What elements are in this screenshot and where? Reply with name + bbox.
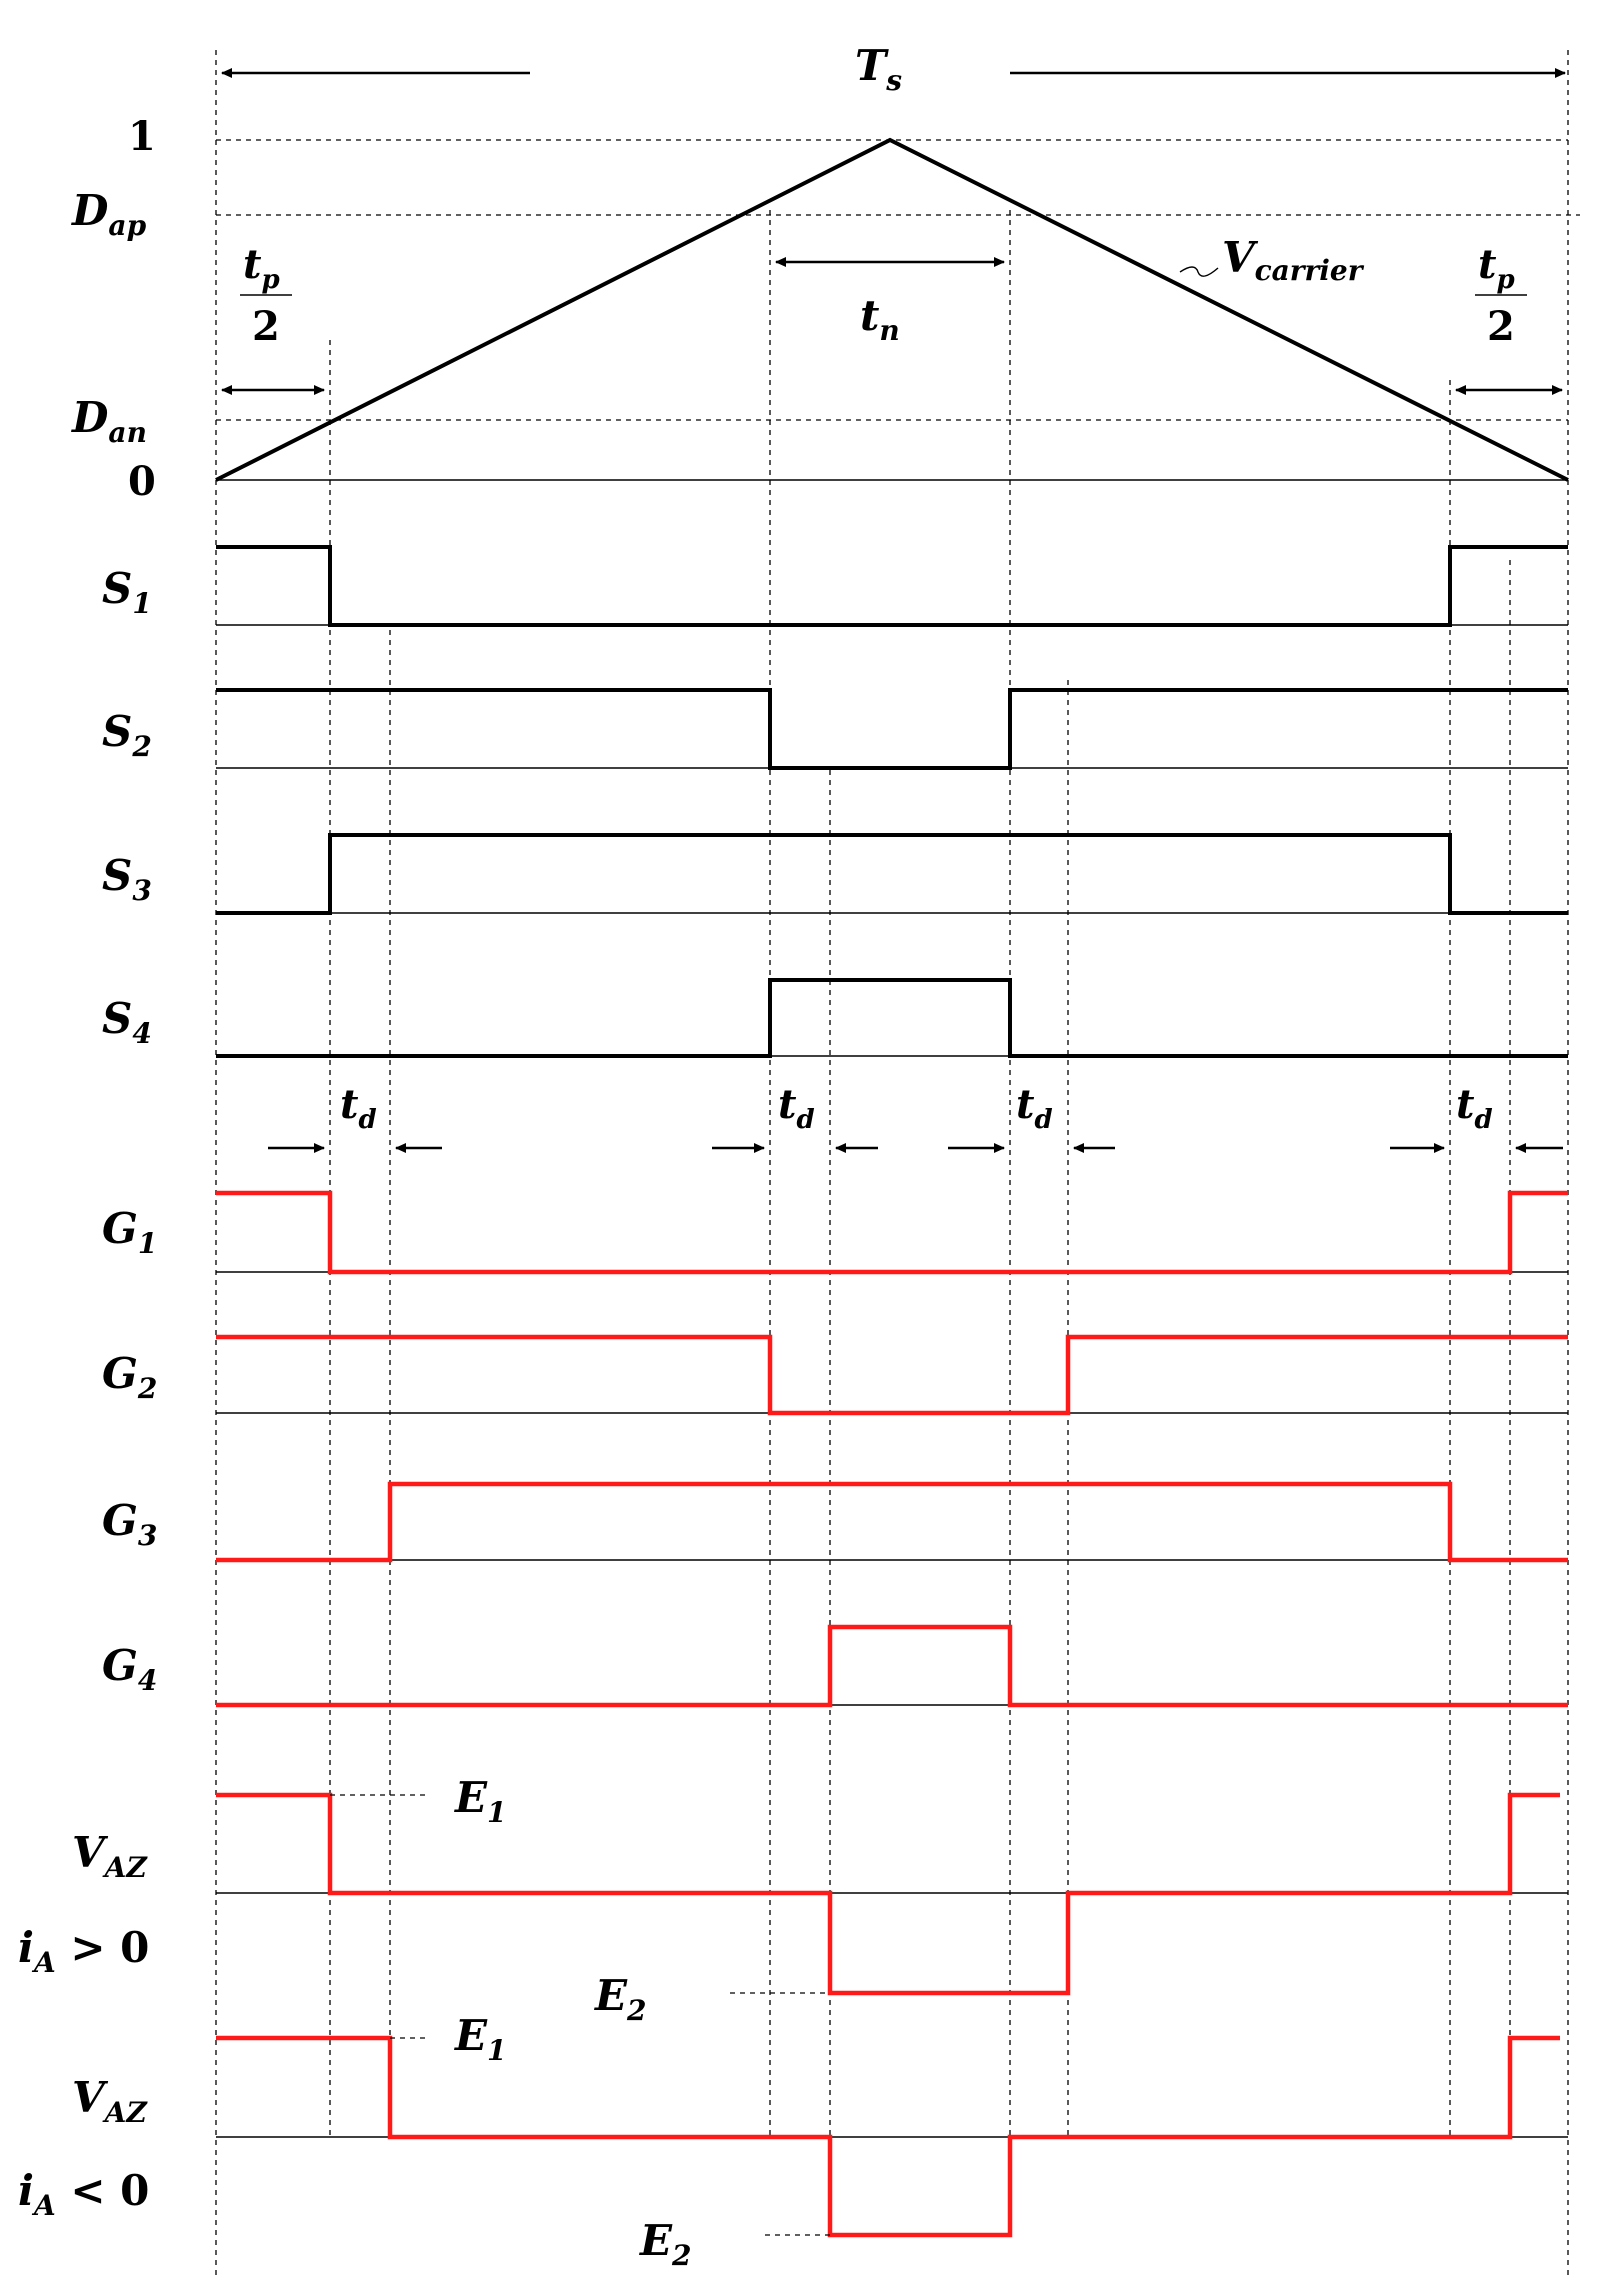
vertical-guides <box>215 50 1569 2280</box>
s4-waveform <box>216 978 1568 1058</box>
vaz-neg-waveform <box>216 2035 1560 2238</box>
g2-waveform <box>216 1334 1568 1416</box>
carrier-leader <box>1179 266 1219 277</box>
g1-waveform <box>216 1190 1568 1275</box>
td-label-1: td <box>340 1081 377 1135</box>
td-label-4: td <box>1456 1081 1493 1135</box>
label-vaz-neg: VAZ <box>72 2073 148 2129</box>
svg-text:2: 2 <box>1487 303 1515 350</box>
label-s1: S1 <box>102 564 152 620</box>
svg-text:tp: tp <box>243 241 280 295</box>
label-ia-neg: iA < 0 <box>18 2166 149 2222</box>
s3-waveform <box>216 833 1568 915</box>
label-s2: S2 <box>102 707 152 763</box>
svg-text:2: 2 <box>252 303 280 350</box>
tn-label: tn <box>860 291 900 347</box>
label-g4: G4 <box>102 1641 157 1697</box>
carrier-levels <box>216 139 1580 481</box>
s1-waveform <box>216 545 1568 627</box>
g3-waveform <box>216 1481 1568 1563</box>
td-label-3: td <box>1016 1081 1053 1135</box>
svg-text:tp: tp <box>1478 241 1515 295</box>
s2-waveform <box>216 688 1568 770</box>
e1-pos-label: E1 <box>454 1773 507 1829</box>
carrier-label: Vcarrier <box>1222 233 1365 287</box>
period-label: Ts <box>855 41 902 97</box>
level-one-label: 1 <box>128 113 156 160</box>
e2-pos-label: E2 <box>594 1971 647 2027</box>
tp-half-left: tp 2 <box>221 241 325 395</box>
label-g2: G2 <box>102 1349 157 1405</box>
tp-half-right: tp 2 <box>1455 241 1563 395</box>
vaz-pos-waveform <box>216 1792 1560 1996</box>
carrier-triangle-wave <box>215 137 1569 482</box>
dap-label: Dap <box>71 186 147 242</box>
td-label-2: td <box>778 1081 815 1135</box>
e1-neg-label: E1 <box>454 2011 507 2067</box>
e2-neg-label: E2 <box>639 2216 692 2272</box>
label-ia-pos: iA > 0 <box>18 1923 149 1979</box>
level-zero-label: 0 <box>128 458 156 505</box>
dan-label: Dan <box>71 393 147 449</box>
label-vaz-pos: VAZ <box>72 1828 148 1884</box>
label-s4: S4 <box>102 994 152 1050</box>
label-g1: G1 <box>102 1204 157 1260</box>
label-g3: G3 <box>102 1496 157 1552</box>
g4-waveform <box>216 1624 1568 1708</box>
label-s3: S3 <box>102 851 152 907</box>
